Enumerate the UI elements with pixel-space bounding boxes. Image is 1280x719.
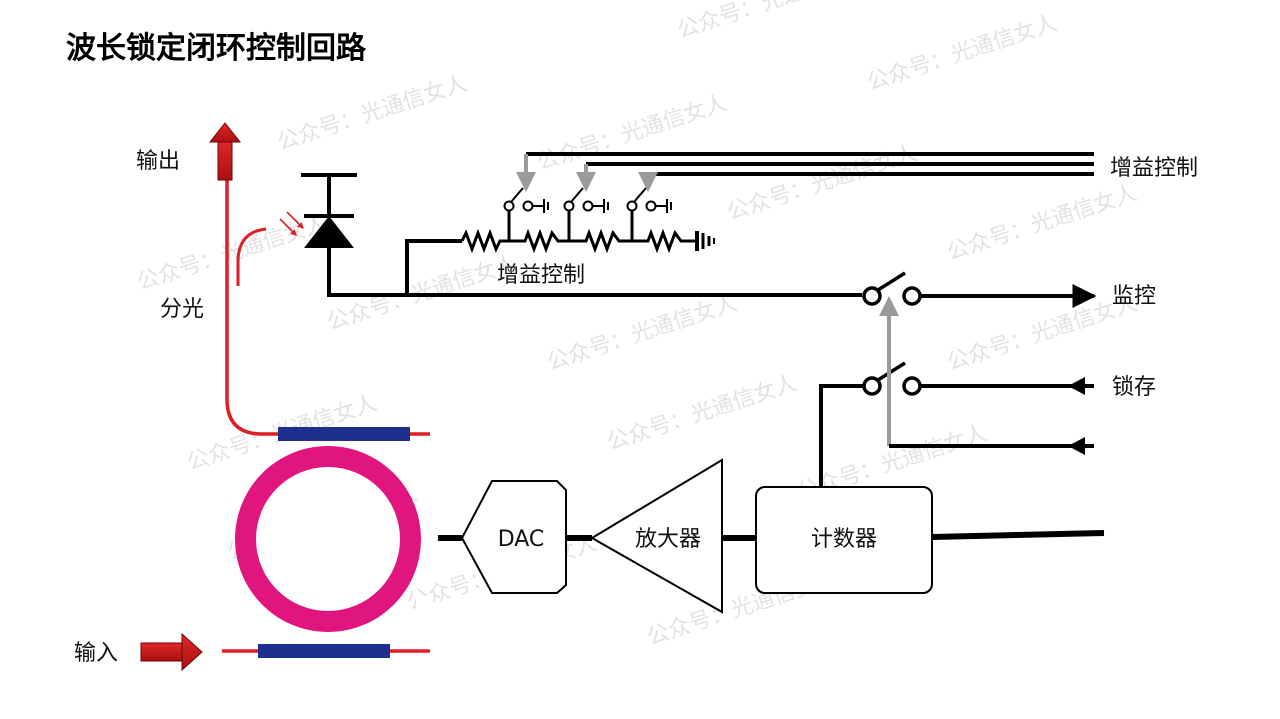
- page-title: 波长锁定闭环控制回路: [66, 31, 367, 66]
- optical-path: [140, 122, 438, 672]
- counter-latch-wire: [819, 384, 864, 487]
- watermark: 公众号：光通信女人: [864, 11, 1060, 96]
- ladder-feed-wire: [405, 239, 462, 295]
- monitor-switch: [862, 271, 922, 306]
- output-fiber: [225, 180, 430, 436]
- monitor-label: 监控: [1112, 284, 1156, 309]
- watermark: 公众号：光通信女人: [944, 181, 1140, 266]
- latch-switch: [862, 361, 922, 396]
- gain-control-label: 增益控制: [1110, 156, 1198, 181]
- lower-control-arrow: [1068, 437, 1085, 455]
- latch-arrow: [1068, 377, 1085, 395]
- watermark: 公众号：光通信女人: [604, 371, 800, 456]
- gain-control-bus: [526, 152, 1094, 176]
- ring-resonator: [218, 446, 438, 632]
- gain-control-arrows: [516, 154, 658, 192]
- watermark: 公众号：光通信女人: [544, 291, 740, 376]
- dac-block: DAC: [460, 480, 567, 594]
- ground-icon: [695, 231, 715, 251]
- counter-block: 计数器: [755, 486, 933, 594]
- split-fiber: [236, 227, 267, 286]
- output-label: 输出: [136, 149, 180, 174]
- drop-coupler: [278, 427, 410, 441]
- watermark: 公众号：光通信女人: [674, 0, 870, 44]
- input-label: 输入: [74, 641, 118, 666]
- light-arrow: [286, 211, 304, 229]
- watermark: 公众号：光通信女人: [274, 71, 470, 156]
- amplifier-block: 放大器: [590, 458, 723, 614]
- input-coupler: [258, 644, 390, 658]
- counter-label: 计数器: [811, 527, 877, 552]
- counter-out-wire: [931, 530, 1105, 540]
- gain-ladder-label: 增益控制: [497, 263, 585, 288]
- gain-resistor-ladder: [460, 210, 695, 254]
- output-arrow: [208, 122, 242, 181]
- photodiode: [301, 173, 357, 295]
- amplifier-label: 放大器: [635, 527, 701, 552]
- dac-label: DAC: [498, 527, 545, 552]
- gain-switches: [503, 187, 672, 213]
- split-label: 分光: [160, 297, 204, 322]
- watermark: 公众号：光通信女人: [944, 291, 1140, 376]
- light-arrow: [279, 218, 297, 236]
- input-arrow: [140, 632, 203, 672]
- latch-label: 锁存: [1112, 375, 1156, 400]
- watermark: 公众号：光通信女人: [134, 211, 330, 296]
